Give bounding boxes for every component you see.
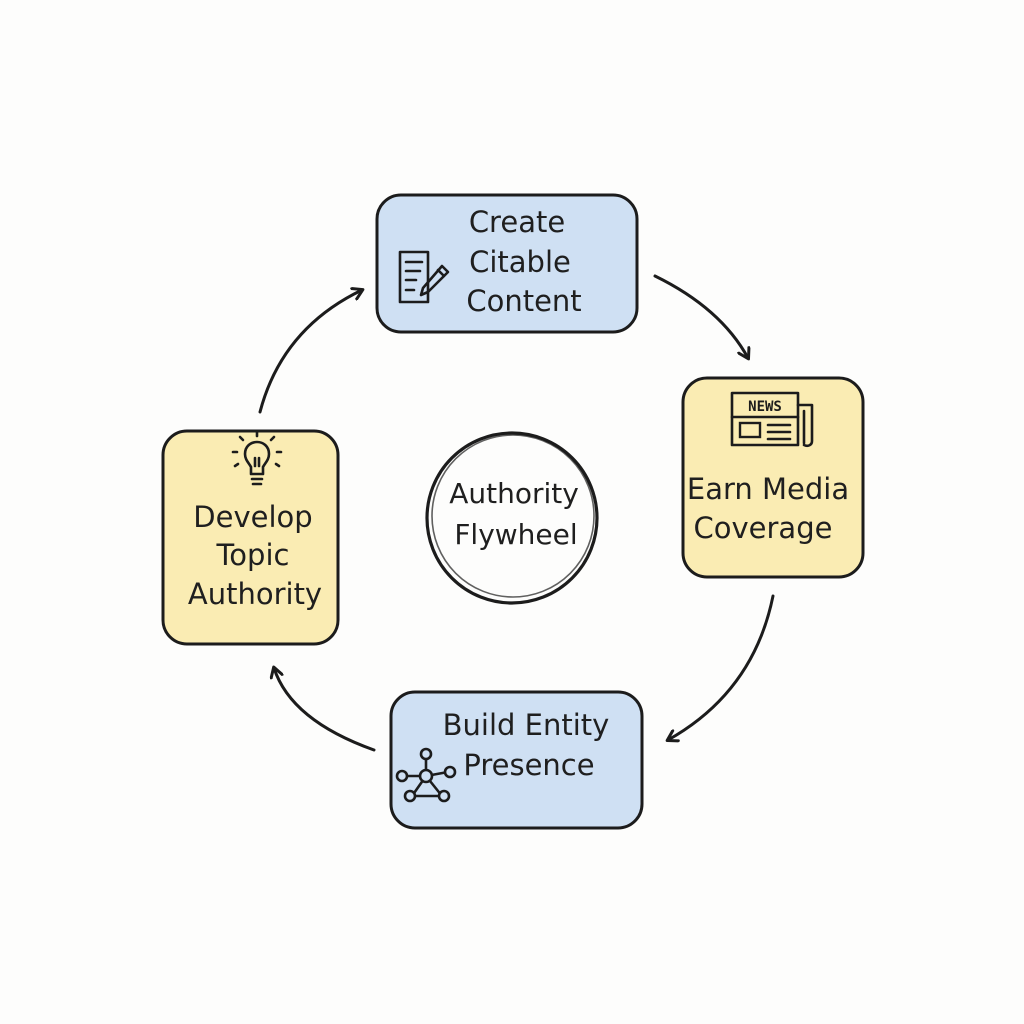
earn-label-line2: Coverage [694,511,833,545]
arrow-earn-to-build [668,594,775,740]
newspaper-icon: NEWS [730,391,814,448]
create-label-line2: Citable [469,245,571,279]
build-label-line1: Build Entity [443,708,610,742]
arrow-develop-to-create [258,290,362,414]
node-build-entity-presence: Build Entity Presence [389,690,644,830]
create-label-line3: Content [466,284,581,318]
node-earn-media-coverage: NEWS Earn Media Coverage [681,376,865,579]
earn-label-line1: Earn Media [687,472,849,506]
arrow-build-to-develop [274,668,376,752]
network-nodes-icon [395,747,457,803]
develop-label-line1: Develop [193,500,312,534]
newspaper-icon-text: NEWS [748,399,782,415]
create-label-line1: Create [469,205,565,239]
center-title-line1: Authority [449,477,579,510]
develop-label-line3: Authority [188,577,322,611]
document-pencil-icon [398,250,450,304]
center-title-line2: Flywheel [454,518,577,551]
center-hub: Authority Flywheel [425,431,599,605]
arrow-create-to-earn [653,274,748,358]
develop-label-line2: Topic [216,538,290,572]
node-create-citable-content: Create Citable Content [375,193,639,334]
node-develop-topic-authority: Develop Topic Authority [161,429,340,646]
build-label-line2: Presence [463,748,594,782]
lightbulb-icon [231,430,283,486]
